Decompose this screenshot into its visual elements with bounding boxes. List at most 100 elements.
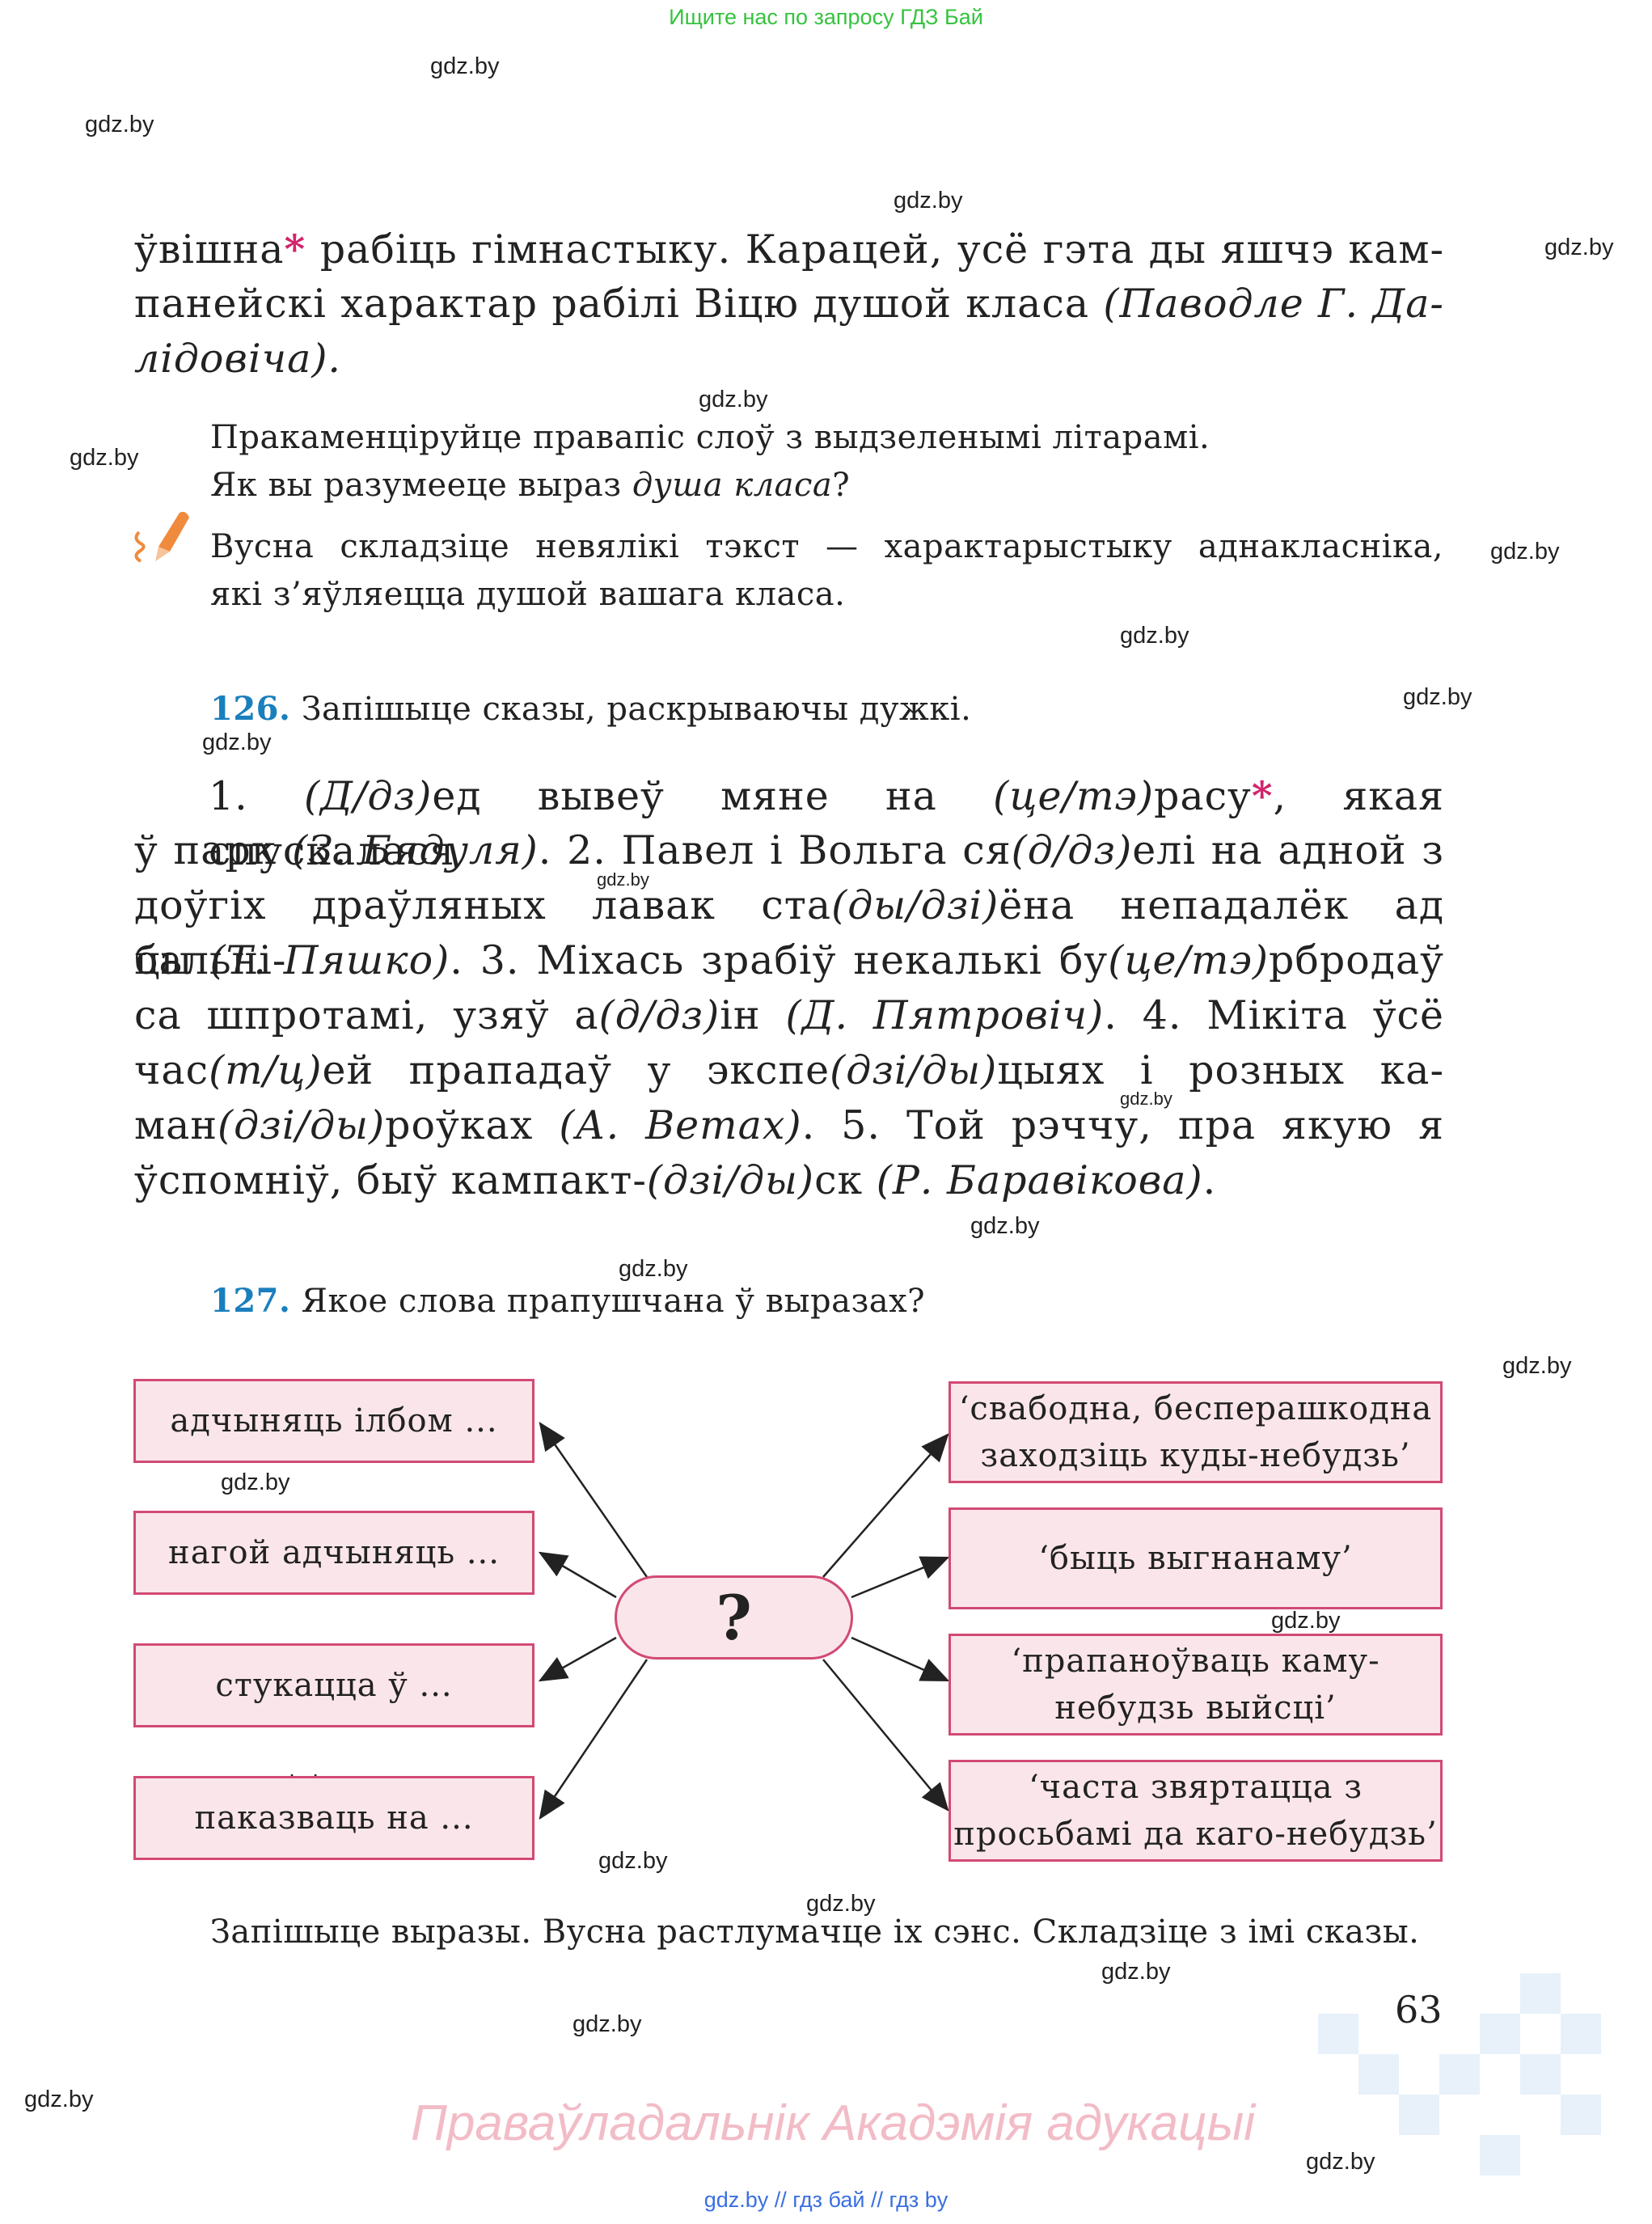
exercise-line: доўгіх драўляных лавак ста(ды/дзі)ёна не… (134, 878, 1444, 988)
text-fragment: (д/дз) (598, 992, 720, 1038)
text-fragment: ін (720, 992, 786, 1038)
watermark: gdz.by (1490, 539, 1560, 564)
right-meaning-box: ‘быць выгнанаму’ (949, 1507, 1443, 1609)
text-fragment: час (134, 1047, 209, 1093)
watermark: gdz.by (1120, 623, 1189, 649)
source-citation: лідовіча). (134, 336, 342, 382)
watermark: gdz.by (699, 387, 768, 412)
pencil-icon (134, 511, 189, 563)
top-note[interactable]: Ищите нас по запросу ГДЗ Бай (669, 5, 983, 29)
left-expression-box: стукацца ў ... (133, 1643, 534, 1727)
text-fragment: (Т. Пяшко) (209, 937, 450, 983)
footer-links[interactable]: gdz.by // гдз бай // гдз by (703, 2188, 949, 2212)
text-fragment: роўках (385, 1102, 560, 1148)
text-fragment: (Р. Баравікова) (876, 1157, 1203, 1203)
text-fragment: , якая спускалася (209, 773, 1444, 874)
text-fragment: . (1202, 1157, 1217, 1203)
task-text: Як вы разумееце выраз душа класа? (210, 462, 850, 509)
watermark: gdz.by (221, 1469, 290, 1495)
text-fragment: (Д. Пятровіч) (785, 992, 1105, 1038)
watermark: gdz.by (24, 2087, 94, 2112)
text-fragment: (дзі/ды) (218, 1102, 386, 1148)
watermark: gdz.by (1502, 1353, 1572, 1379)
text-fragment: ск (814, 1157, 877, 1203)
text-fragment: (це/тэ) (1108, 937, 1270, 983)
meaning-line: ‘прапаноўваць каму- (1011, 1643, 1380, 1680)
arrow-to-left-box-1 (539, 1421, 649, 1578)
decorative-pattern (1318, 1973, 1601, 2175)
rights-holder-watermark: Праваўладальнік Акадэмія адукацыі (411, 2095, 1255, 2151)
watermark: gdz.by (597, 869, 649, 890)
right-meaning-box: ‘прапаноўваць каму- небудзь выйсці’ (949, 1634, 1443, 1736)
task-text: Пракаменціруйце правапіс слоў з выдзелен… (210, 419, 1210, 456)
missing-word-oval: ? (615, 1575, 853, 1660)
arrow-to-left-box-3 (538, 1636, 617, 1682)
exercise-line: ў парк (З. Бядуля). 2. Павел і Вольга ся… (134, 823, 1444, 878)
exercise-127-followup: Запішыце выразы. Вусна растлумачце іх сэ… (210, 1913, 1420, 1951)
text-fragment: . 4. Мікіта ўсё (1104, 992, 1444, 1038)
meaning-line: просьбамі да каго-небудзь’ (953, 1816, 1438, 1853)
text-fragment: цыях і розных ка- (997, 1047, 1444, 1093)
text-fragment: ман (134, 1102, 218, 1148)
watermark: gdz.by (970, 1213, 1040, 1239)
right-meaning-box: ‘часта звяртацца з просьбамі да каго-неб… (949, 1760, 1443, 1862)
meaning-line: небудзь выйсці’ (1054, 1689, 1337, 1727)
arrow-to-right-box-3 (851, 1636, 950, 1682)
text-fragment: . 3. Міхась зрабіў некалькі бу (450, 937, 1109, 983)
watermark: gdz.by (1306, 2149, 1375, 2175)
watermark: gdz.by (430, 53, 500, 79)
text-fragment: панейскі характар рабілі Віцю душой клас… (134, 281, 1104, 327)
watermark: gdz.by (572, 2011, 642, 2037)
exercise-instruction: Якое слова прапушчана ў выразах? (290, 1283, 926, 1320)
exercise-line: 1. (Д/дз)ед вывеў мяне на (це/тэ)расу*, … (209, 768, 1444, 879)
text-fragment: елі на адной з (1132, 827, 1444, 873)
watermark: gdz.by (70, 445, 139, 471)
text-fragment: рабіць гімнастыку. Карацей, усё гэта ды … (306, 226, 1444, 273)
text-fragment: (ды/дзі) (831, 882, 999, 928)
text-fragment: ўспомніў, быў кампакт- (134, 1157, 647, 1203)
watermark: gdz.by (806, 1891, 876, 1917)
watermark: gdz.by (1101, 1959, 1171, 1985)
meaning-line: ‘быць выгнанаму’ (1038, 1540, 1353, 1577)
watermark: gdz.by (1544, 235, 1614, 260)
arrow-to-right-box-2 (851, 1556, 950, 1599)
meaning-line: заходзіць куды-небудзь’ (980, 1437, 1411, 1474)
source-citation: (Паводле Г. Да- (1103, 281, 1444, 327)
text-fragment: доўгіх драўляных лавак ста (134, 882, 832, 928)
text-line: лідовіча). (134, 332, 1444, 387)
exercise-126-title: 126. Запішыце сказы, раскрываючы дужкі. (210, 686, 971, 733)
text-fragment: ? (832, 467, 851, 504)
text-fragment: цы (134, 937, 210, 983)
exercise-number: 126. (210, 690, 291, 728)
left-expression-box: нагой адчыняць ... (133, 1511, 534, 1595)
text-fragment: (дзі/ды) (646, 1157, 815, 1203)
text-fragment: рбродаў (1269, 937, 1444, 983)
text-fragment: ў парк (134, 827, 293, 873)
meaning-line: ‘часта звяртацца з (1028, 1769, 1363, 1806)
watermark: gdz.by (1403, 684, 1472, 710)
text-fragment: Як вы разумееце выраз (210, 467, 632, 504)
text-fragment: са шпротамі, узяў а (134, 992, 599, 1038)
left-expression-box: паказваць на ... (133, 1776, 534, 1860)
text-fragment: ей прападаў у экспе (322, 1047, 830, 1093)
text-fragment: (З. Бядуля) (292, 827, 539, 873)
watermark: gdz.by (598, 1848, 668, 1874)
text-fragment: (д/дз) (1011, 827, 1133, 873)
arrow-to-right-box-1 (822, 1433, 949, 1578)
text-fragment: . 2. Павел і Вольга ся (538, 827, 1012, 873)
watermark: gdz.by (894, 188, 963, 214)
text-fragment: (А. Ветах) (559, 1102, 802, 1148)
left-expression-box: адчыняць ілбом ... (133, 1379, 534, 1463)
asterisk-icon: * (284, 226, 306, 273)
exercise-line: са шпротамі, узяў а(д/дз)ін (Д. Пятровіч… (134, 988, 1444, 1043)
right-meaning-box: ‘свабодна, беспераш­кодна заходзіць куды… (949, 1381, 1443, 1483)
text-fragment: (це/тэ) (993, 773, 1154, 819)
watermark: gdz.by (85, 112, 154, 137)
text-fragment: (т/ц) (209, 1047, 323, 1093)
text-fragment: 1. (209, 773, 305, 819)
watermark: gdz.by (202, 729, 272, 755)
text-fragment: ўвішна (134, 226, 285, 273)
text-line: ўвішна* рабіць гімнастыку. Карацей, усё … (134, 222, 1444, 277)
text-fragment: (Д/дз) (304, 773, 433, 819)
